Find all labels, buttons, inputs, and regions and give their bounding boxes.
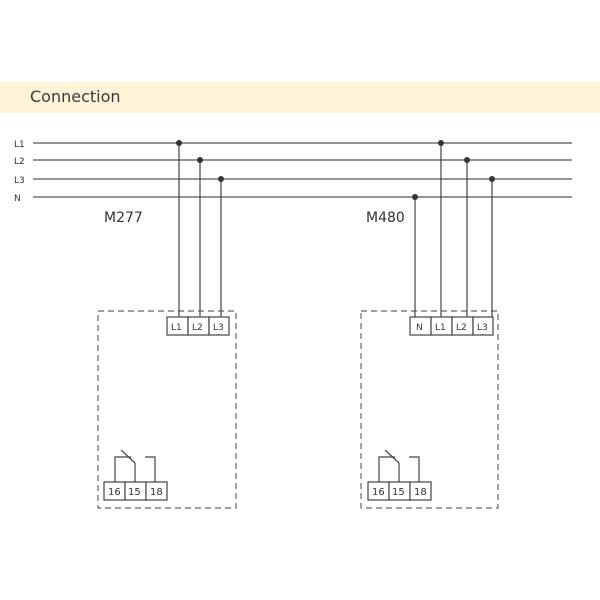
relay-contact-icon — [114, 449, 156, 482]
terminal-label: L2 — [456, 323, 467, 333]
junction-dot — [176, 140, 182, 146]
terminal-label: L1 — [171, 323, 182, 333]
device-label: M480 — [366, 210, 405, 226]
terminal-label: L3 — [213, 323, 224, 333]
terminal-label: L2 — [192, 323, 203, 333]
terminal-label: 16 — [372, 487, 385, 498]
terminal-label: L3 — [477, 323, 488, 333]
bus-label-l1: L1 — [14, 140, 25, 150]
terminal-label: 15 — [128, 487, 141, 498]
junction-dot — [197, 157, 203, 163]
device-m277: M277 L1 L2 L3 16 15 18 — [97, 140, 237, 509]
junction-dot — [464, 157, 470, 163]
terminal-18 — [145, 481, 168, 501]
junction-dot — [218, 176, 224, 182]
terminal-l3 — [208, 316, 230, 336]
device-label: M277 — [104, 210, 143, 226]
device-outline — [360, 310, 499, 509]
junction-dot — [412, 194, 418, 200]
terminal-label: 15 — [392, 487, 405, 498]
terminal-l3 — [472, 316, 494, 336]
junction-dot — [489, 176, 495, 182]
bus-label-l2: L2 — [14, 157, 25, 167]
bus-label-l3: L3 — [14, 176, 25, 186]
device-m480: M480 N L1 L2 L3 16 15 18 — [360, 140, 499, 509]
device-outline — [97, 310, 237, 509]
section-header: Connection — [0, 82, 600, 113]
terminal-18 — [409, 481, 432, 501]
bus-label-n: N — [14, 194, 21, 204]
terminal-label: 18 — [414, 487, 427, 498]
terminal-label: N — [416, 323, 423, 333]
bus-lines: L1 L2 L3 N — [14, 140, 572, 204]
relay-contact-icon — [378, 449, 420, 482]
terminal-label: L1 — [435, 323, 446, 333]
terminal-label: 18 — [150, 487, 163, 498]
section-title: Connection — [30, 87, 121, 106]
junction-dot — [438, 140, 444, 146]
terminal-label: 16 — [108, 487, 121, 498]
